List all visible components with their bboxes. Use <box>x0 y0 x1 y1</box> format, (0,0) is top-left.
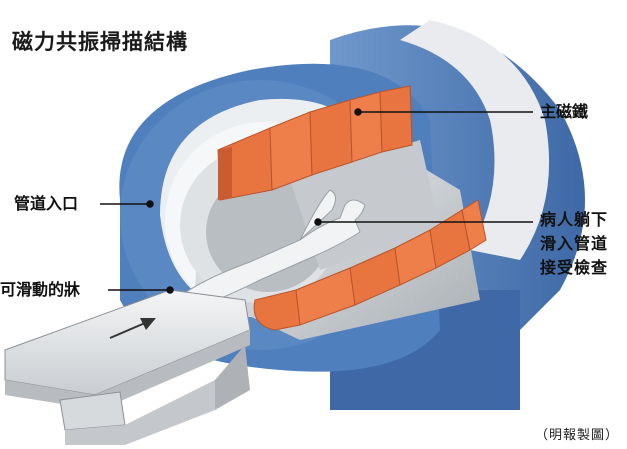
image-credit: （明報製圖） <box>534 428 619 443</box>
label-main-magnet: 主磁鐵 <box>540 102 589 121</box>
leader-lines <box>100 108 533 294</box>
slide-direction-arrow <box>109 318 156 339</box>
label-patient-line2: 滑入管道 <box>540 234 609 253</box>
label-patient-group: 病人躺下 滑入管道 接受檢查 <box>540 208 608 280</box>
label-tube-entrance: 管道入口 <box>14 194 79 213</box>
label-sliding-bed: 可滑動的牀 <box>0 280 81 299</box>
label-patient-line1: 病人躺下 <box>540 210 609 229</box>
main-magnet-top <box>217 85 413 201</box>
patient-figure <box>174 189 366 311</box>
sliding-bed-shape <box>4 289 251 445</box>
diagram-title: 磁力共振掃描結構 <box>12 29 188 54</box>
label-patient-line3: 接受檢查 <box>540 258 609 277</box>
main-magnet-bottom <box>253 199 487 331</box>
